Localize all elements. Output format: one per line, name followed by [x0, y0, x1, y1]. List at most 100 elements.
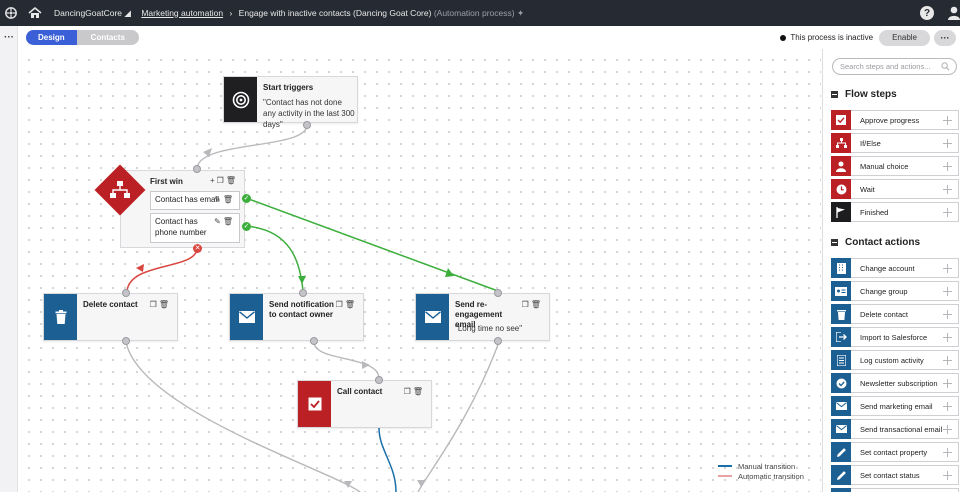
copy-icon[interactable]: ❐	[335, 300, 345, 309]
call-contact-node[interactable]: Call contact ❐🗑	[297, 380, 432, 428]
gutter-more-icon[interactable]: ···	[4, 32, 14, 43]
drag-handle-icon[interactable]	[943, 208, 952, 217]
action-newsletter-subscription[interactable]: Newsletter subscription	[831, 373, 959, 393]
delete-icon[interactable]: 🗑	[158, 300, 171, 309]
drag-handle-icon[interactable]	[943, 185, 952, 194]
help-icon[interactable]: ?	[920, 6, 934, 20]
drag-handle-icon[interactable]	[943, 264, 952, 273]
output-port[interactable]	[310, 337, 318, 345]
edit-icon[interactable]: ✎	[214, 217, 223, 226]
flow-steps-header[interactable]: Flow steps	[831, 89, 897, 100]
condition-item[interactable]: Contact has phone number ✎🗑	[150, 213, 240, 243]
item-label: Change group	[860, 286, 908, 296]
action-delete-contact[interactable]: Delete contact	[831, 304, 959, 324]
search-input[interactable]: Search steps and actions...	[832, 58, 957, 75]
pin-icon[interactable]: ✦	[516, 7, 525, 18]
output-port[interactable]	[494, 337, 502, 345]
node-title: Call contact	[337, 387, 383, 396]
collapse-icon[interactable]	[831, 239, 838, 246]
drag-handle-icon[interactable]	[943, 471, 952, 480]
send-reengagement-node[interactable]: Send re-engagement email "Long time no s…	[415, 293, 550, 341]
copy-icon[interactable]: ❐	[216, 176, 226, 185]
drag-handle-icon[interactable]	[943, 379, 952, 388]
action-import-to-salesforce[interactable]: Import to Salesforce	[831, 327, 959, 347]
drag-handle-icon[interactable]	[943, 116, 952, 125]
input-port[interactable]	[494, 289, 502, 297]
add-icon[interactable]: +	[210, 176, 217, 185]
step-approve-progress[interactable]: Approve progress	[831, 110, 959, 130]
copy-icon[interactable]: ❐	[403, 387, 413, 396]
drag-handle-icon[interactable]	[943, 402, 952, 411]
action-change-account[interactable]: Change account	[831, 258, 959, 278]
action-change-group[interactable]: Change group	[831, 281, 959, 301]
send-notification-node[interactable]: Send notification to contact owner ❐🗑	[229, 293, 364, 341]
output-port[interactable]	[303, 121, 311, 129]
item-label: Set contact property	[860, 447, 928, 457]
user-icon[interactable]	[948, 6, 960, 20]
delete-icon[interactable]: 🗑	[344, 300, 357, 309]
drag-handle-icon[interactable]	[943, 333, 952, 342]
edit-icon[interactable]: ✎	[214, 195, 223, 204]
drag-handle-icon[interactable]	[943, 162, 952, 171]
drag-handle-icon[interactable]	[943, 310, 952, 319]
ifelse-node[interactable]: First win +❐🗑 Contact has email ✎🗑 Conta…	[120, 170, 245, 248]
true-port-icon[interactable]: ✓	[242, 222, 251, 231]
enable-button[interactable]: Enable	[879, 29, 930, 46]
item-label: If/Else	[860, 138, 881, 148]
item-label: Send transactional email	[860, 424, 943, 434]
tab-design[interactable]: Design	[26, 30, 77, 45]
copy-icon[interactable]: ❐	[521, 300, 531, 309]
action-log-custom-activity[interactable]: Log custom activity	[831, 350, 959, 370]
copy-icon[interactable]: ❐	[149, 300, 159, 309]
step-wait[interactable]: Wait	[831, 179, 959, 199]
envelope-icon	[831, 396, 851, 416]
action-set-contact-status[interactable]: Set contact status	[831, 465, 959, 485]
drag-handle-icon[interactable]	[943, 448, 952, 457]
input-port[interactable]	[375, 376, 383, 384]
collapse-icon[interactable]	[831, 91, 838, 98]
delete-icon[interactable]: 🗑	[412, 387, 425, 396]
delete-icon[interactable]: 🗑	[222, 217, 235, 226]
app-switcher-icon[interactable]	[0, 0, 22, 26]
envelope-icon	[831, 419, 851, 439]
view-tabs: Design Contacts	[26, 30, 139, 45]
delete-icon[interactable]: 🗑	[225, 176, 238, 185]
breadcrumb-marketing-automation[interactable]: Marketing automation	[141, 7, 224, 18]
delete-contact-node[interactable]: Delete contact ❐🗑	[43, 293, 178, 341]
more-actions-button[interactable]: ···	[934, 29, 956, 46]
drag-handle-icon[interactable]	[943, 287, 952, 296]
start-triggers-node[interactable]: Start triggers "Contact has not done any…	[223, 76, 358, 129]
delete-icon[interactable]: 🗑	[222, 195, 235, 204]
input-port[interactable]	[299, 289, 307, 297]
false-port-icon[interactable]: ✕	[193, 244, 202, 253]
tab-contacts[interactable]: Contacts	[76, 30, 139, 45]
site-dropdown-icon[interactable]: ◢	[122, 7, 131, 18]
action-set-contact-property[interactable]: Set contact property	[831, 442, 959, 462]
item-label: Approve progress	[860, 115, 920, 125]
drag-handle-icon[interactable]	[943, 356, 952, 365]
action-send-transactional-email[interactable]: Send transactional email	[831, 419, 959, 439]
output-port[interactable]	[122, 337, 130, 345]
step-manual-choice[interactable]: Manual choice	[831, 156, 959, 176]
drag-handle-icon[interactable]	[943, 425, 952, 434]
input-port[interactable]	[193, 165, 201, 173]
step-ifelse[interactable]: If/Else	[831, 133, 959, 153]
drag-handle-icon[interactable]	[943, 139, 952, 148]
condition-item[interactable]: Contact has email ✎🗑	[150, 191, 240, 210]
delete-icon[interactable]: 🗑	[530, 300, 543, 309]
action-next-partial[interactable]	[831, 488, 959, 492]
site-selector[interactable]: DancingGoatCore	[54, 7, 123, 18]
contact-actions-header[interactable]: Contact actions	[831, 237, 920, 248]
node-title: Start triggers	[263, 83, 314, 92]
step-finished[interactable]: Finished	[831, 202, 959, 222]
node-actions: ❐🗑	[404, 387, 425, 396]
input-port[interactable]	[122, 289, 130, 297]
envelope-icon	[416, 294, 449, 340]
action-send-marketing-email[interactable]: Send marketing email	[831, 396, 959, 416]
home-icon[interactable]	[22, 0, 48, 26]
breadcrumb: DancingGoatCore ◢ Marketing automation ›…	[54, 8, 524, 19]
legend-automatic: Automatic transition	[738, 471, 804, 481]
breadcrumb-separator-icon: ›	[229, 7, 233, 18]
item-label: Wait	[860, 184, 875, 194]
true-port-icon[interactable]: ✓	[242, 194, 251, 203]
